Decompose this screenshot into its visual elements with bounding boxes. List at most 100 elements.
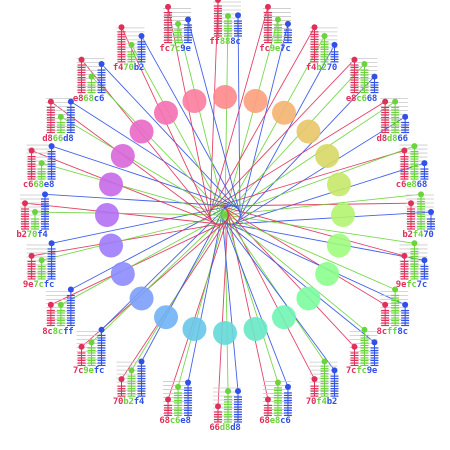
channel-marker-dot <box>185 16 192 23</box>
channel-line <box>101 208 225 331</box>
channel-line <box>177 214 226 388</box>
color-swatch-circle <box>95 203 119 227</box>
channel-marker-dot <box>311 376 318 383</box>
channel-line <box>216 150 405 207</box>
channel-marker-dot <box>165 396 172 403</box>
channel-line <box>70 101 236 208</box>
channel-line <box>224 214 396 290</box>
channel-line <box>225 208 355 348</box>
channel-marker-dot <box>88 339 95 346</box>
channel-marker-dot <box>98 61 105 68</box>
channel-marker-dot <box>67 286 74 293</box>
channel-marker-dot <box>284 383 291 390</box>
channel-line <box>187 19 241 213</box>
channel-marker-dot <box>284 20 291 27</box>
channel-line <box>233 162 425 225</box>
color-swatch-circle <box>326 233 351 258</box>
channel-marker-dot <box>78 56 85 63</box>
channel-line <box>222 219 335 371</box>
color-swatch-circle <box>272 305 296 330</box>
color-swatch-circle <box>243 316 268 341</box>
channel-marker-dot <box>421 160 428 167</box>
channel-line <box>224 63 365 216</box>
channel-marker-dot <box>274 16 281 23</box>
channel-marker-dot <box>38 257 45 264</box>
color-swatch-circle <box>243 89 268 114</box>
channel-marker-dot <box>47 98 54 105</box>
channel-marker-dot <box>98 326 105 333</box>
channel-marker-dot <box>361 326 368 333</box>
channel-marker-dot <box>138 358 145 365</box>
channel-marker-dot <box>175 383 182 390</box>
channel-marker-dot <box>57 113 64 120</box>
channel-marker-dot <box>48 143 55 150</box>
color-swatch-circle <box>326 172 351 197</box>
channel-marker-dot <box>264 396 271 403</box>
channel-marker-dot <box>311 24 318 31</box>
channel-marker-dot <box>371 73 378 80</box>
channel-line <box>224 214 415 244</box>
channel-marker-dot <box>401 252 408 259</box>
channel-marker-dot <box>165 3 172 10</box>
channel-marker-dot <box>392 286 399 293</box>
color-swatch-circle <box>129 119 154 144</box>
channel-line <box>177 23 226 216</box>
channel-line <box>227 212 269 400</box>
color-swatch-circle <box>182 89 207 114</box>
channel-line <box>239 23 289 218</box>
channel-line <box>131 44 226 216</box>
channel-line <box>209 6 269 213</box>
channel-marker-dot <box>128 41 135 48</box>
channel-marker-dot <box>118 24 125 31</box>
channel-line <box>212 59 355 209</box>
color-swatch-circle <box>213 321 237 345</box>
channel-line <box>217 214 229 407</box>
channel-line <box>101 63 238 209</box>
channel-marker-dot <box>47 301 54 308</box>
channel-line <box>91 76 226 216</box>
channel-marker-dot <box>264 3 271 10</box>
channel-line <box>224 214 365 331</box>
channel-line <box>221 205 405 257</box>
channel-line <box>187 212 223 383</box>
color-swatch-circle <box>315 262 340 286</box>
channel-line <box>44 193 232 207</box>
channel-marker-dot <box>331 41 338 48</box>
channel-marker-dot <box>382 98 389 105</box>
color-swatch-circle <box>182 316 207 341</box>
channel-marker-dot <box>128 367 135 374</box>
channel-line <box>224 193 422 216</box>
channel-line <box>221 214 239 392</box>
channel-marker-dot <box>402 301 409 308</box>
channel-line <box>50 222 224 306</box>
channel-line <box>224 145 415 216</box>
color-swatch-circle <box>99 172 124 197</box>
channel-marker-dot <box>38 160 45 167</box>
channel-line <box>31 150 217 225</box>
channel-marker-dot <box>408 200 414 207</box>
channel-line <box>51 205 229 244</box>
channel-line <box>60 116 226 216</box>
channel-line <box>238 44 335 220</box>
channel-marker-dot <box>428 209 434 216</box>
channel-marker-dot <box>175 20 182 27</box>
channel-line <box>41 162 226 216</box>
channel-marker-dot <box>57 301 64 308</box>
channel-line <box>141 35 240 211</box>
channel-marker-dot <box>321 33 328 40</box>
color-swatch-circle <box>213 85 237 109</box>
channel-line <box>223 206 386 306</box>
channel-marker-dot <box>215 403 221 410</box>
channel-line <box>218 202 412 207</box>
channel-line <box>237 15 241 216</box>
channel-line <box>226 222 406 306</box>
channel-marker-dot <box>274 379 281 386</box>
color-swatch-circle <box>296 286 321 311</box>
channel-line <box>237 76 375 222</box>
channel-marker-dot <box>235 12 241 19</box>
channel-marker-dot <box>411 240 418 247</box>
channel-line <box>167 217 229 400</box>
color-swatch-circle <box>110 144 135 168</box>
channel-line <box>224 221 375 343</box>
